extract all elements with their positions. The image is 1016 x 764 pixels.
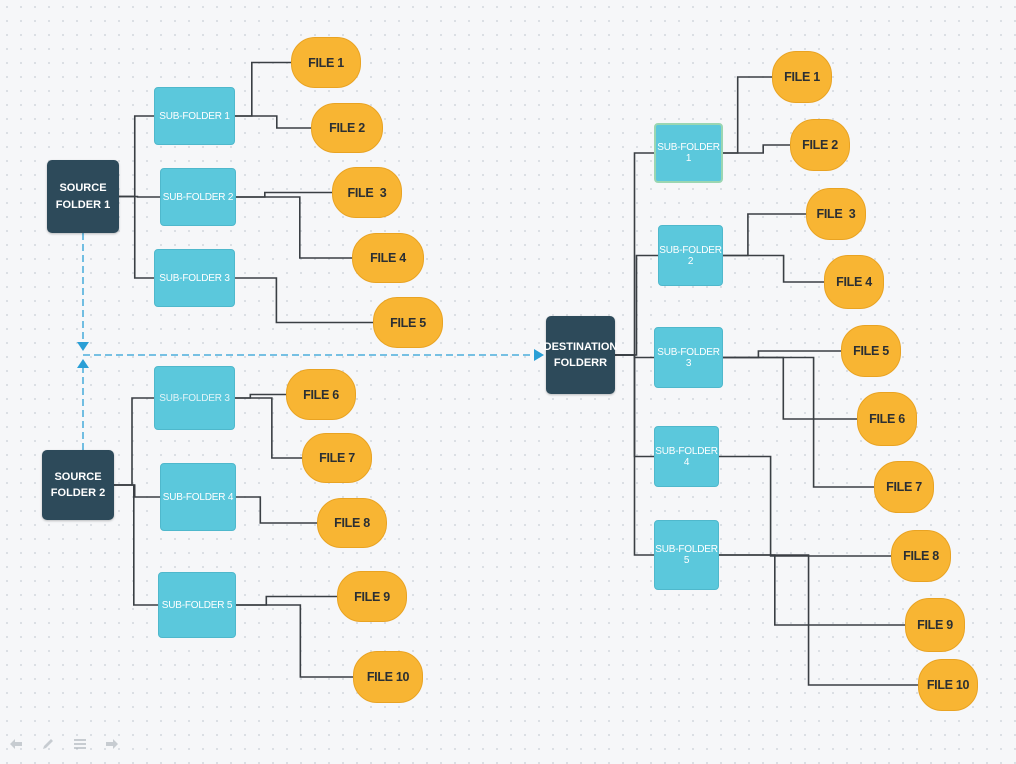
connector-line [723,356,857,420]
file-node[interactable]: FILE 8 [891,530,951,582]
connector-line [719,554,905,626]
source-folder-2[interactable]: SOURCE FOLDER 2 [42,450,114,520]
back-arrow-icon[interactable] [8,737,24,751]
connector-line [723,144,790,154]
file-node[interactable]: FILE 6 [857,392,917,446]
file-node[interactable]: FILE 1 [291,37,361,88]
connector-line [114,484,160,498]
sub-folder-node[interactable]: SUB-FOLDER 2 [160,168,236,226]
connector-line [114,397,154,486]
sub-folder-node[interactable]: SUB-FOLDER 3 [154,366,235,430]
connector-line [719,455,891,557]
connector-line [235,115,311,129]
file-node[interactable]: FILE 1 [772,51,832,103]
connector-line [235,61,291,117]
connector-line [723,350,841,359]
file-node[interactable]: FILE 2 [311,103,383,153]
connector-line [719,554,918,686]
connector-line [615,152,654,356]
file-node[interactable]: FILE 10 [918,659,978,711]
sub-folder-node[interactable]: SUB-FOLDER 5 [654,520,719,590]
connector-line [723,213,806,257]
toolbar [8,737,120,751]
connector-line [723,254,824,283]
sub-folder-node[interactable]: SUB-FOLDER 1 [154,87,235,145]
sub-folder-node[interactable]: SUB-FOLDER 5 [158,572,236,638]
file-node[interactable]: FILE 3 [806,188,866,240]
sub-folder-node[interactable]: SUB-FOLDER 3 [154,249,235,307]
forward-arrow-icon[interactable] [104,737,120,751]
file-node[interactable]: FILE 7 [302,433,372,483]
file-node[interactable]: FILE 5 [841,325,901,377]
connector-line [114,484,158,606]
sub-folder-node[interactable]: SUB-FOLDER 2 [658,225,723,286]
connector-line [119,195,154,279]
arrow-right-icon [534,349,544,361]
file-node[interactable]: FILE 7 [874,461,934,513]
connector-line [119,115,154,198]
source-folder-1[interactable]: SOURCE FOLDER 1 [47,160,119,233]
connector-line [236,604,353,678]
connector-line [235,277,373,324]
pen-icon[interactable] [40,737,56,751]
connector-line [236,595,337,606]
file-node[interactable]: FILE 3 [332,167,402,218]
sub-folder-node[interactable]: SUB-FOLDER 3 [654,327,723,388]
connector-line [723,356,874,488]
connector-line [615,354,654,556]
file-node[interactable]: FILE 4 [352,233,424,283]
connector-line [615,254,658,356]
sub-folder-node[interactable]: SUB-FOLDER 1 [654,123,723,183]
file-node[interactable]: FILE 8 [317,498,387,548]
connector-line [235,397,302,459]
destination-folder[interactable]: DESTINATION FOLDERR [544,316,617,394]
file-node[interactable]: FILE 5 [373,297,443,348]
arrow-down-icon [77,342,89,351]
connector-line [236,496,317,524]
file-node[interactable]: FILE 4 [824,255,884,309]
file-node[interactable]: FILE 2 [790,119,850,171]
file-node[interactable]: FILE 10 [353,651,423,703]
file-node[interactable]: FILE 6 [286,369,356,420]
sub-folder-node[interactable]: SUB-FOLDER 4 [654,426,719,487]
tree-connectors [114,61,918,686]
file-node[interactable]: FILE 9 [337,571,407,622]
file-node[interactable]: FILE 9 [905,598,965,652]
connector-line [723,76,772,154]
merge-flow [77,233,544,450]
sub-folder-node[interactable]: SUB-FOLDER 4 [160,463,236,531]
menu-icon[interactable] [72,737,88,751]
arrow-up-icon [77,359,89,368]
connector-line [236,196,352,259]
